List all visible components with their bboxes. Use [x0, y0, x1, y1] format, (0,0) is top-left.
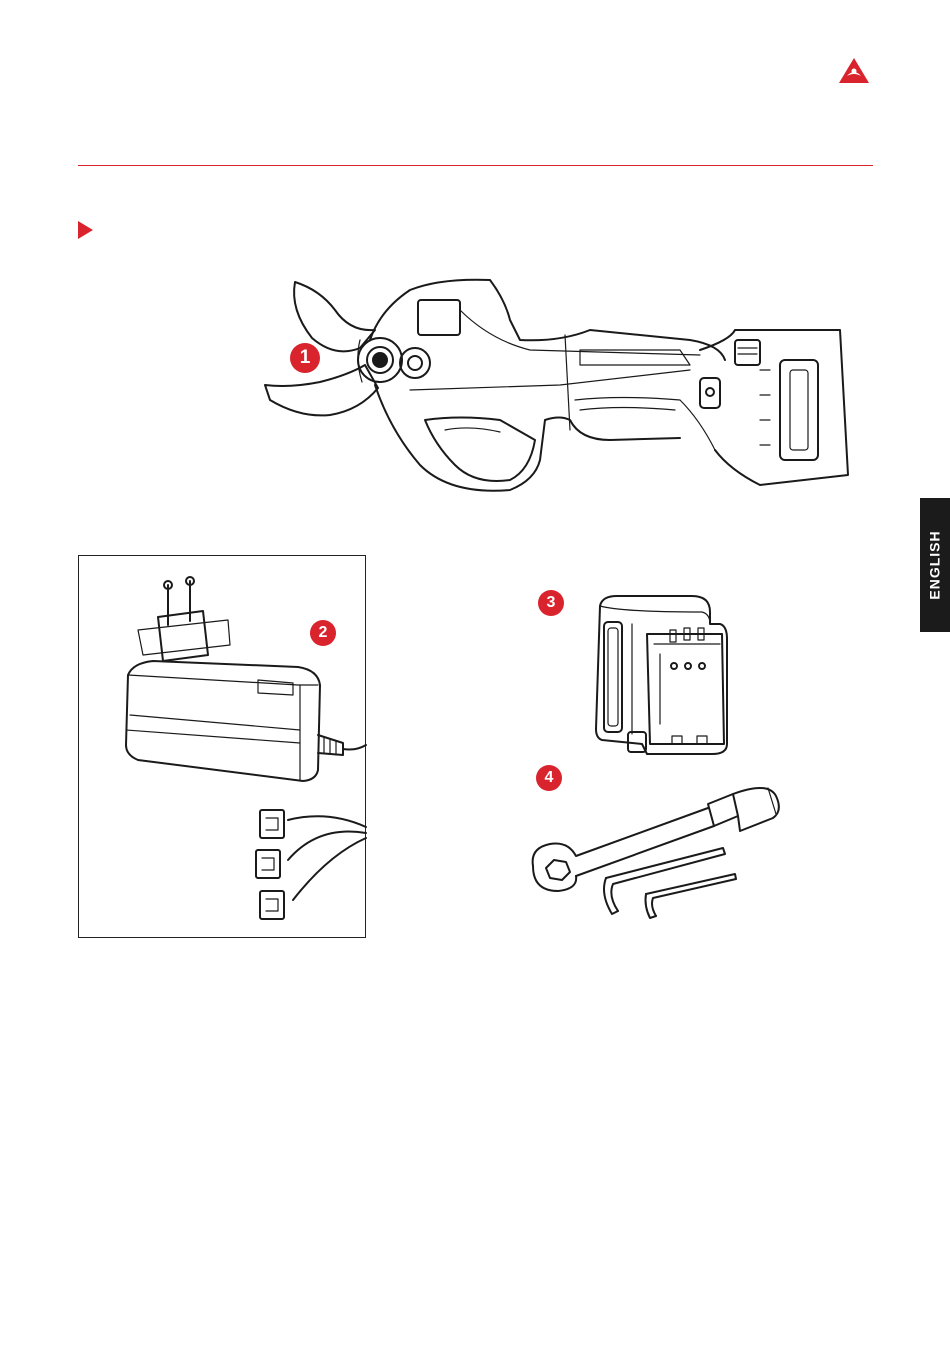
pruning-shears-icon [260, 270, 850, 500]
language-tab-label: ENGLISH [927, 530, 943, 599]
red-triangle-logo-icon [838, 56, 870, 84]
charger-adapter-icon [78, 555, 366, 938]
part-number-badge: 1 [290, 343, 320, 373]
wrench-and-hex-keys-icon [528, 786, 783, 918]
header-rule [78, 165, 873, 166]
part-number-badge: 3 [538, 590, 564, 616]
section-bullet-icon [78, 221, 93, 239]
language-tab: ENGLISH [920, 498, 950, 632]
battery-pack-icon [592, 594, 732, 756]
